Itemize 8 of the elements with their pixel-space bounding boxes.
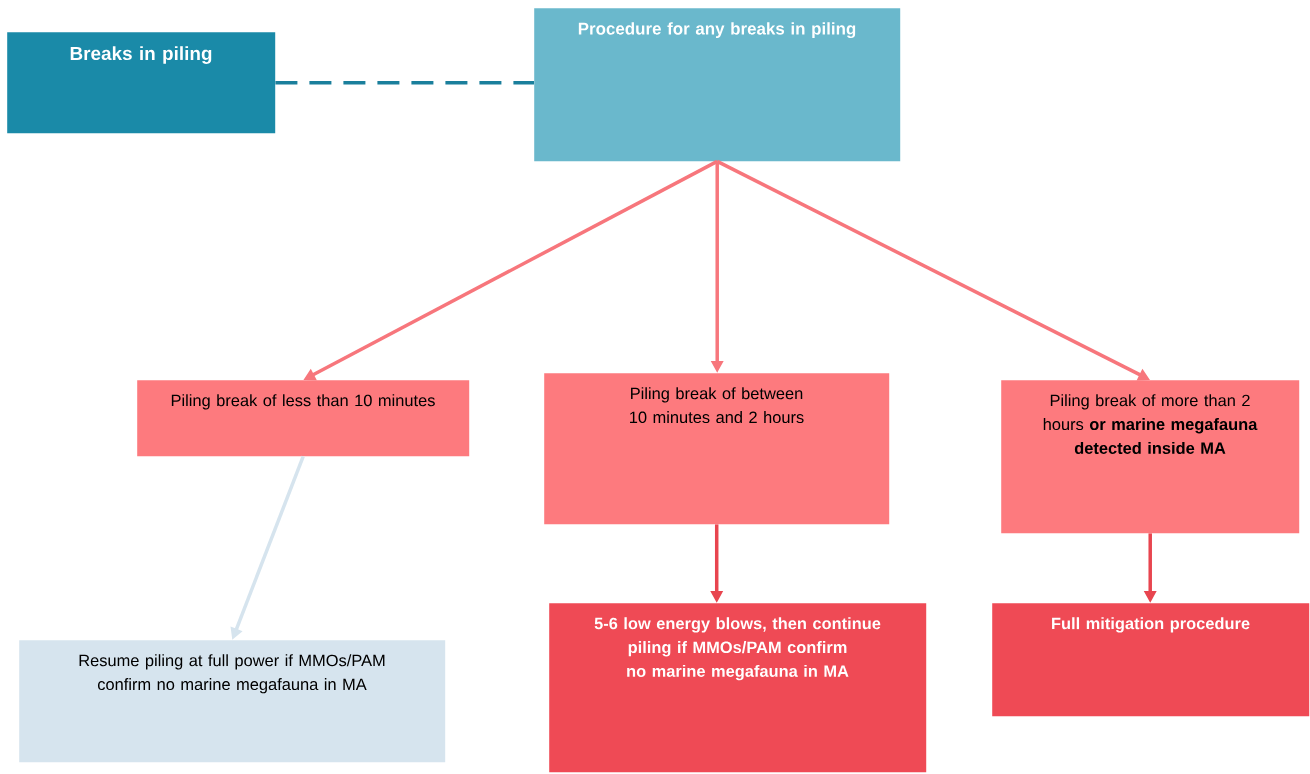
- process-box: Piling break of between 10 minutes and 2 hours: [544, 373, 890, 525]
- process-box: Resume piling at full power if MMOs/PAM confirm no marine megafauna in MA: [19, 640, 446, 763]
- process-box: Piling break of more than 2 hours or marine megafauna detected inside MA: [1001, 380, 1300, 534]
- process-box: Breaks in piling: [7, 32, 276, 134]
- process-box: Procedure for any breaks in piling: [534, 8, 901, 162]
- process-box: Piling break of less than 10 minutes: [137, 380, 470, 457]
- process-box: 5-6 low energy blows, then continue piling if MMOs/PAM confirm no marine megafauna in MA: [549, 603, 927, 773]
- process-box: Full mitigation procedure: [992, 603, 1310, 717]
